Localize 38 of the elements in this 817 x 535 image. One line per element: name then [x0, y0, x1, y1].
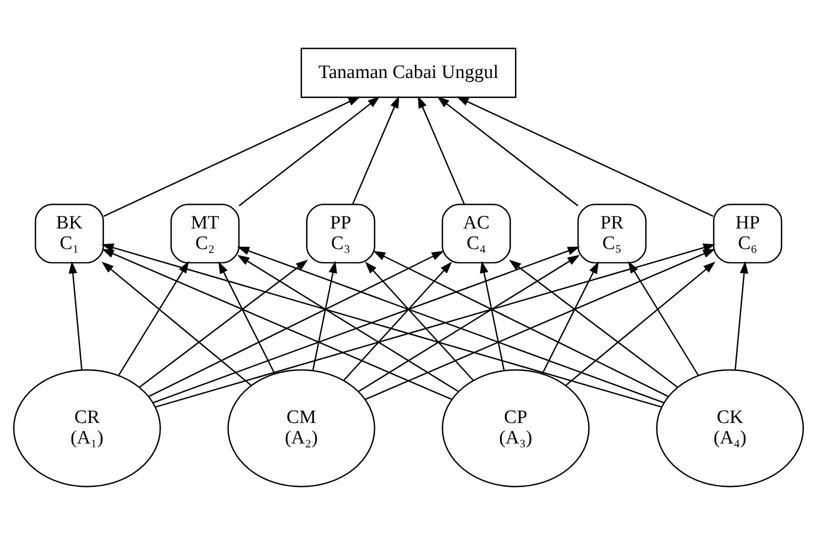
node-box: Tanaman Cabai Unggul [300, 48, 516, 98]
arrow [103, 96, 361, 217]
node-ellipse: CP (A₃) [442, 369, 590, 488]
arrow [156, 244, 716, 408]
node-box: PP C₃ [306, 204, 376, 264]
node-box: AC C₄ [442, 204, 511, 264]
node-box: HP C₆ [713, 204, 782, 264]
arrow [343, 262, 452, 381]
node-box: PR C₅ [577, 204, 647, 264]
arrow [365, 248, 716, 400]
node-box: BK C₁ [34, 204, 104, 264]
arrow [508, 260, 678, 388]
arrow [352, 96, 400, 205]
arrow [148, 250, 444, 398]
arrow [456, 96, 714, 217]
arrow [152, 246, 580, 404]
arrow [566, 262, 716, 386]
arrow [312, 260, 338, 370]
arrow [358, 254, 580, 392]
arrow [238, 96, 380, 206]
node-ellipse: CR (A₁) [13, 369, 161, 488]
arrow [237, 254, 459, 392]
node-box: MT C₂ [170, 204, 240, 264]
arrow [218, 261, 276, 374]
arrow [237, 246, 664, 404]
arrow [102, 248, 452, 400]
arrow [365, 262, 474, 381]
arrow [373, 250, 669, 398]
node-ellipse: CM (A₂) [227, 369, 376, 488]
arrow [480, 260, 505, 370]
arrow [734, 261, 748, 370]
arrow [542, 261, 599, 374]
node-ellipse: CK (A₄) [656, 369, 804, 488]
arrow [68, 261, 82, 370]
arrow [628, 261, 699, 376]
arrow [101, 244, 662, 408]
arrow [437, 96, 578, 206]
arrow [418, 96, 465, 205]
